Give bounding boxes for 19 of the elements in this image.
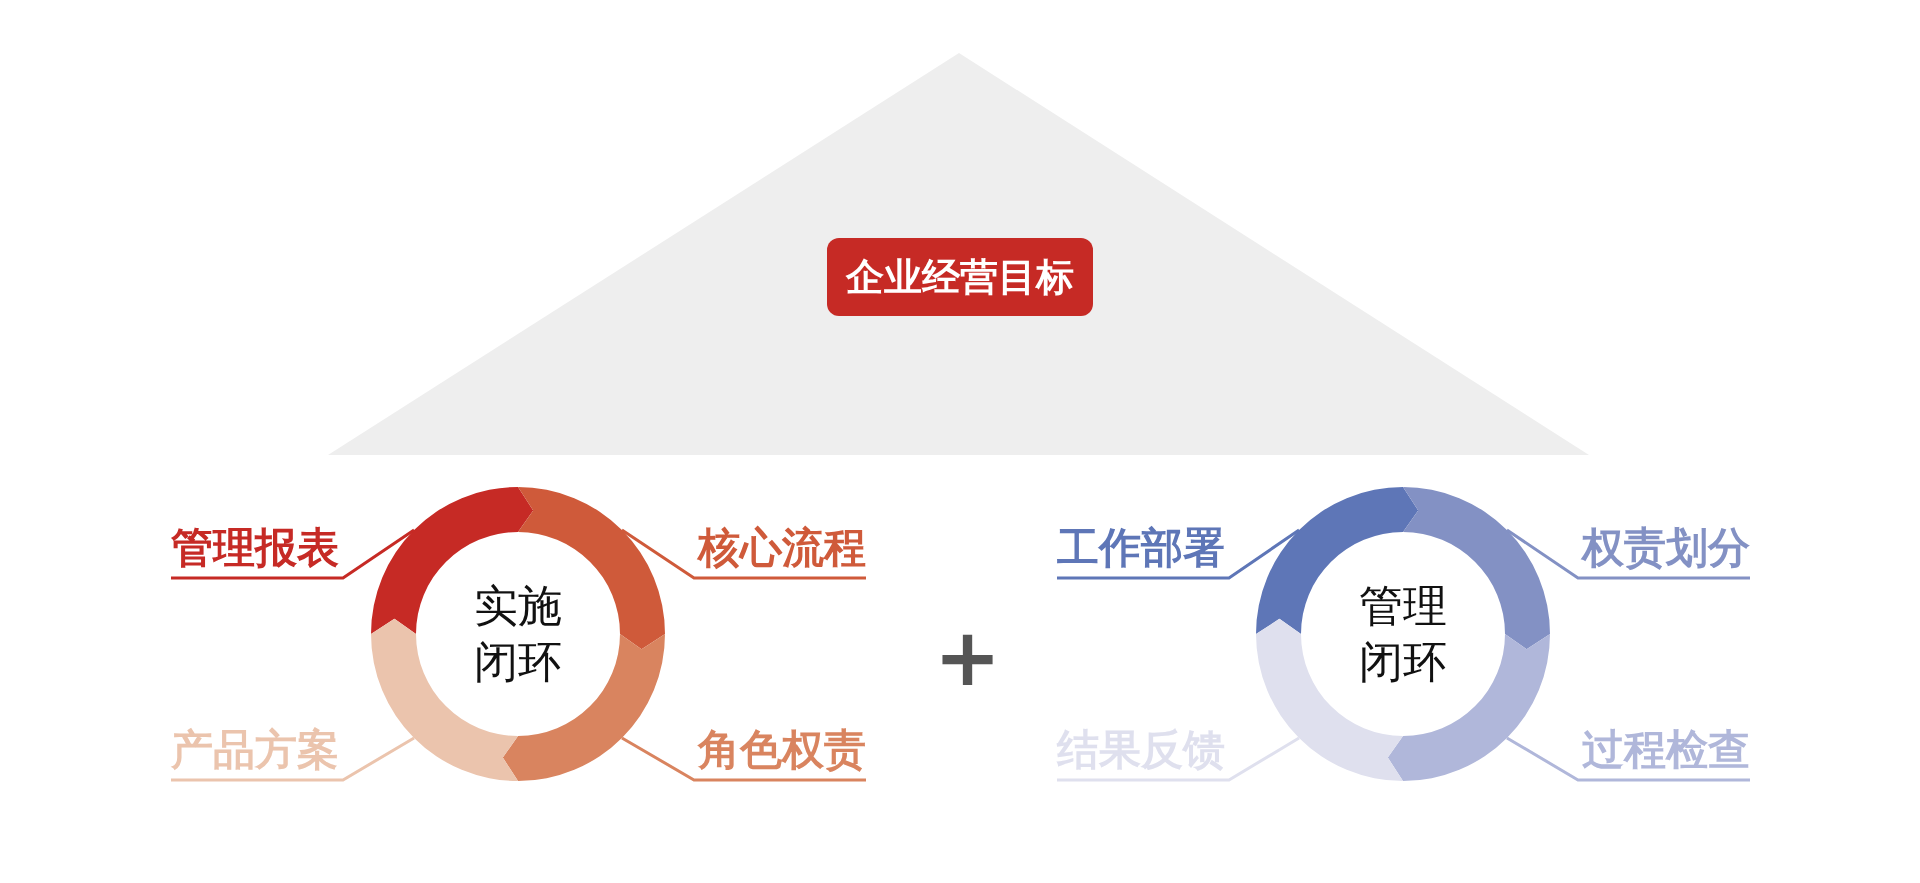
leader-line: [621, 528, 866, 580]
leader-line: [1057, 528, 1300, 580]
leader-line: [171, 528, 415, 580]
leader-line: [171, 736, 415, 782]
leader-line: [1057, 736, 1300, 782]
ring-center-label: 管理闭环: [1358, 579, 1448, 689]
segment-label: 产品方案: [171, 729, 339, 771]
segment-label: 管理报表: [171, 527, 339, 569]
goal-box: 企业经营目标: [827, 238, 1093, 316]
plus-sign: +: [934, 618, 1002, 698]
leader-line: [621, 736, 866, 782]
segment-label: 权责划分: [1582, 527, 1750, 569]
segment-label: 核心流程: [698, 527, 866, 569]
ring-center-label: 实施闭环: [473, 579, 563, 689]
segment-label: 角色权责: [698, 729, 866, 771]
leader-line: [1506, 736, 1750, 782]
segment-label: 工作部署: [1057, 527, 1225, 569]
leader-line: [1506, 528, 1750, 580]
segment-label: 过程检查: [1582, 729, 1750, 771]
